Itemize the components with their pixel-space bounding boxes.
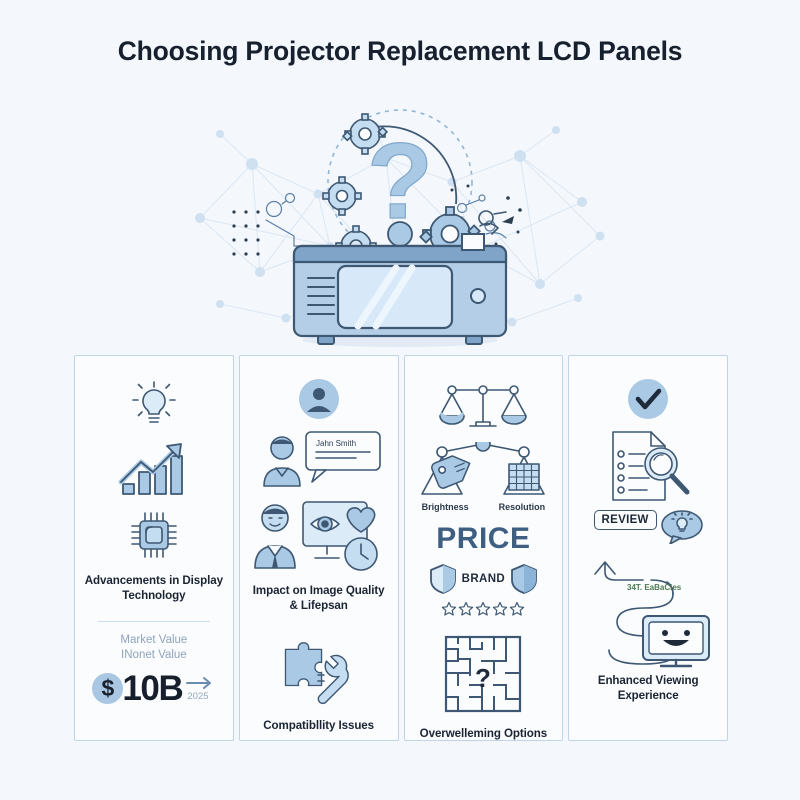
divider <box>97 621 210 623</box>
document-magnifier-icon <box>569 430 727 502</box>
star-icon <box>493 601 508 616</box>
attribute-labels-row: Brightness Resolution <box>405 502 563 512</box>
gear-icon-2 <box>322 176 362 216</box>
smiling-monitor-icon <box>642 615 711 668</box>
projector-icon <box>292 210 508 347</box>
arrow-right-icon <box>186 676 212 689</box>
card-title: Enhanced Viewing Experience <box>597 674 699 702</box>
star-icon <box>459 601 474 616</box>
garbled-note: 34T. EaBaCies <box>627 583 682 592</box>
review-row: REVIEW <box>569 510 727 544</box>
check-badge-icon <box>569 378 727 420</box>
metric-year: 2025 <box>187 690 209 702</box>
review-tag[interactable]: REVIEW <box>593 510 657 530</box>
metric-label-line1: Market Value <box>120 634 188 647</box>
shield-icon <box>429 564 456 594</box>
price-tag-resolution-balance-icon <box>405 442 563 506</box>
dashed-circle-decor <box>327 109 473 255</box>
card-advancements[interactable]: Advancements in Display Technology Marke… <box>74 355 234 741</box>
label-resolution: Resolution <box>498 502 546 512</box>
star-icon <box>510 601 525 616</box>
card-title: Overwelleming Options <box>419 727 548 740</box>
gear-hub-dot <box>387 221 413 247</box>
puzzle-wrench-icon <box>240 633 398 705</box>
maze-question-icon: ? <box>405 635 563 713</box>
label-brightness: Brightness <box>421 502 469 512</box>
star-icon <box>442 601 457 616</box>
dot-matrix-decor <box>232 210 260 256</box>
card-title: Advancements in Display Technology <box>84 574 223 602</box>
person-monitor-eye-heart-clock-icon <box>240 496 398 574</box>
speech-bubble-text: Jahn Smith <box>316 439 356 448</box>
metric-value-row: $ 10B 2025 <box>92 671 215 706</box>
card-options[interactable]: Brightness Resolution PRICE BRAND <box>403 355 564 741</box>
metric-value: 10B <box>122 669 183 709</box>
card-impact[interactable]: Jahn Smith <box>238 355 399 741</box>
star-icon <box>476 601 491 616</box>
person-speech-bubble-icon: Jahn Smith <box>240 430 398 492</box>
card-title: Impact on Image Quality & Lifepsan <box>252 584 385 612</box>
gear-icon-1 <box>341 113 389 155</box>
price-label: PRICE <box>436 522 531 555</box>
winding-path-icon: 34T. EaBaCies <box>569 540 727 668</box>
brand-row: BRAND <box>429 564 538 594</box>
growth-chart-icon <box>75 440 233 500</box>
metric-label-line2: INonet Value <box>121 648 187 661</box>
cpu-chip-icon <box>75 508 233 562</box>
hero-illustration: ? <box>190 86 610 348</box>
lightbulb-icon <box>75 378 233 434</box>
card-experience[interactable]: REVIEW <box>568 355 728 741</box>
user-avatar-icon <box>240 378 398 420</box>
maze-question-mark: ? <box>475 663 491 693</box>
page-title: Choosing Projector Replacement LCD Panel… <box>117 36 683 66</box>
card-subtitle: Compatibllity Issues <box>263 719 374 733</box>
star-rating[interactable] <box>441 601 525 617</box>
currency-badge: $ <box>92 673 124 705</box>
brand-label: BRAND <box>461 573 506 585</box>
balance-scales-icon <box>405 382 563 432</box>
shield-icon <box>511 564 538 594</box>
dot-scatter-right <box>450 184 522 246</box>
card-strip: Advancements in Display Technology Marke… <box>74 355 728 741</box>
lightbulb-bubble-icon <box>660 510 703 544</box>
metric-trend: 2025 <box>185 676 215 702</box>
